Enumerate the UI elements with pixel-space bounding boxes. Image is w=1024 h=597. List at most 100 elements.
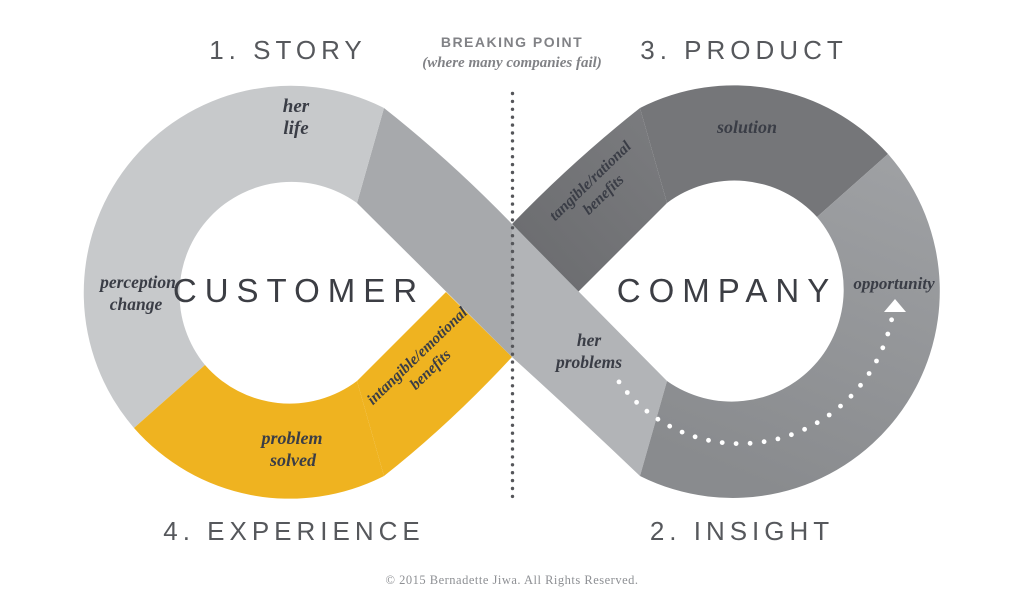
dot	[510, 226, 515, 230]
dot	[889, 317, 894, 323]
dot	[510, 218, 515, 222]
dot	[510, 123, 515, 127]
dot	[510, 139, 515, 143]
dot	[510, 407, 515, 412]
dot	[510, 423, 515, 427]
dot	[510, 320, 515, 325]
dot	[761, 439, 767, 445]
breaking-point-dotted-line	[510, 91, 515, 499]
svg-text:solved: solved	[269, 450, 317, 470]
breaking-point-title: BREAKING POINT	[441, 34, 583, 50]
dot	[655, 416, 661, 422]
dot	[510, 471, 515, 475]
dot	[510, 241, 515, 246]
band-crossing-left	[357, 108, 512, 357]
dot	[510, 313, 515, 317]
dot	[510, 178, 515, 183]
dot	[510, 344, 515, 348]
dot	[510, 392, 515, 396]
dot	[510, 399, 515, 404]
dot	[510, 91, 515, 96]
dot	[634, 399, 639, 405]
copyright-notice: © 2015 Bernadette Jiwa. All Rights Reser…	[386, 573, 639, 587]
label-opportunity: opportunity	[853, 274, 935, 293]
segment-insight-arc	[640, 154, 940, 498]
dot	[510, 257, 515, 262]
svg-text:change: change	[110, 294, 163, 314]
dot	[885, 331, 891, 337]
dot	[510, 265, 515, 269]
dot	[719, 440, 725, 445]
insight-flow-dotted-arc	[616, 317, 894, 446]
dot	[874, 358, 879, 364]
svg-text:problems: problems	[554, 352, 622, 372]
dot	[510, 376, 515, 380]
dot	[510, 455, 515, 459]
dot	[510, 147, 515, 151]
dot	[814, 420, 820, 426]
dot	[866, 371, 872, 376]
dot	[624, 390, 630, 395]
svg-text:her: her	[283, 96, 310, 117]
dot	[838, 403, 843, 409]
dot	[510, 249, 515, 254]
dot	[510, 99, 515, 104]
dot	[510, 336, 515, 341]
dot	[616, 379, 622, 385]
label-her-problems: her problems	[554, 330, 622, 372]
dot	[510, 162, 515, 167]
dot	[510, 478, 515, 483]
dot	[510, 494, 515, 499]
dot	[733, 441, 739, 446]
heading-product: 3. PRODUCT	[640, 35, 847, 65]
label-problem-solved: problem solved	[260, 428, 323, 470]
dot	[510, 234, 515, 238]
dot	[510, 155, 515, 159]
heading-story: 1. STORY	[209, 35, 367, 65]
dot	[667, 423, 673, 429]
dot	[510, 447, 515, 451]
label-perception-change: perception change	[98, 272, 176, 314]
dot	[510, 328, 515, 333]
dot	[848, 393, 854, 399]
dot	[775, 436, 781, 442]
label-her-life: her life	[283, 96, 310, 139]
dot	[510, 281, 515, 285]
segment-experience-arc	[134, 365, 384, 499]
band-intangible-benefits	[357, 292, 512, 476]
dot	[510, 107, 515, 112]
opportunity-arrow-icon	[884, 299, 906, 312]
dot	[510, 368, 515, 372]
dot	[510, 415, 515, 420]
svg-text:her: her	[577, 330, 602, 350]
label-solution: solution	[716, 117, 777, 137]
dot	[826, 412, 832, 418]
company-loop-name: COMPANY	[617, 272, 837, 309]
dot	[510, 273, 515, 277]
customer-loop-name: CUSTOMER	[173, 272, 425, 309]
dot	[510, 463, 515, 467]
dot	[510, 170, 515, 175]
dot	[510, 439, 515, 443]
dot	[510, 360, 515, 364]
svg-text:perception: perception	[98, 272, 176, 292]
breaking-point-subtitle: (where many companies fail)	[422, 55, 602, 71]
band-her-problems	[512, 224, 667, 476]
dot	[510, 202, 515, 206]
svg-text:problem: problem	[260, 428, 323, 448]
dot	[789, 432, 794, 438]
segment-story-arc	[83, 85, 385, 428]
dot	[510, 486, 515, 491]
dot	[692, 434, 698, 440]
dot	[679, 429, 685, 435]
segment-solution-arc	[640, 85, 888, 217]
dot	[510, 305, 515, 309]
dot	[510, 131, 515, 135]
dot	[747, 440, 753, 446]
dot	[510, 352, 515, 356]
heading-experience: 4. EXPERIENCE	[163, 516, 425, 546]
dot	[802, 426, 807, 432]
dot	[510, 194, 515, 198]
band-tangible-benefits	[512, 108, 667, 292]
